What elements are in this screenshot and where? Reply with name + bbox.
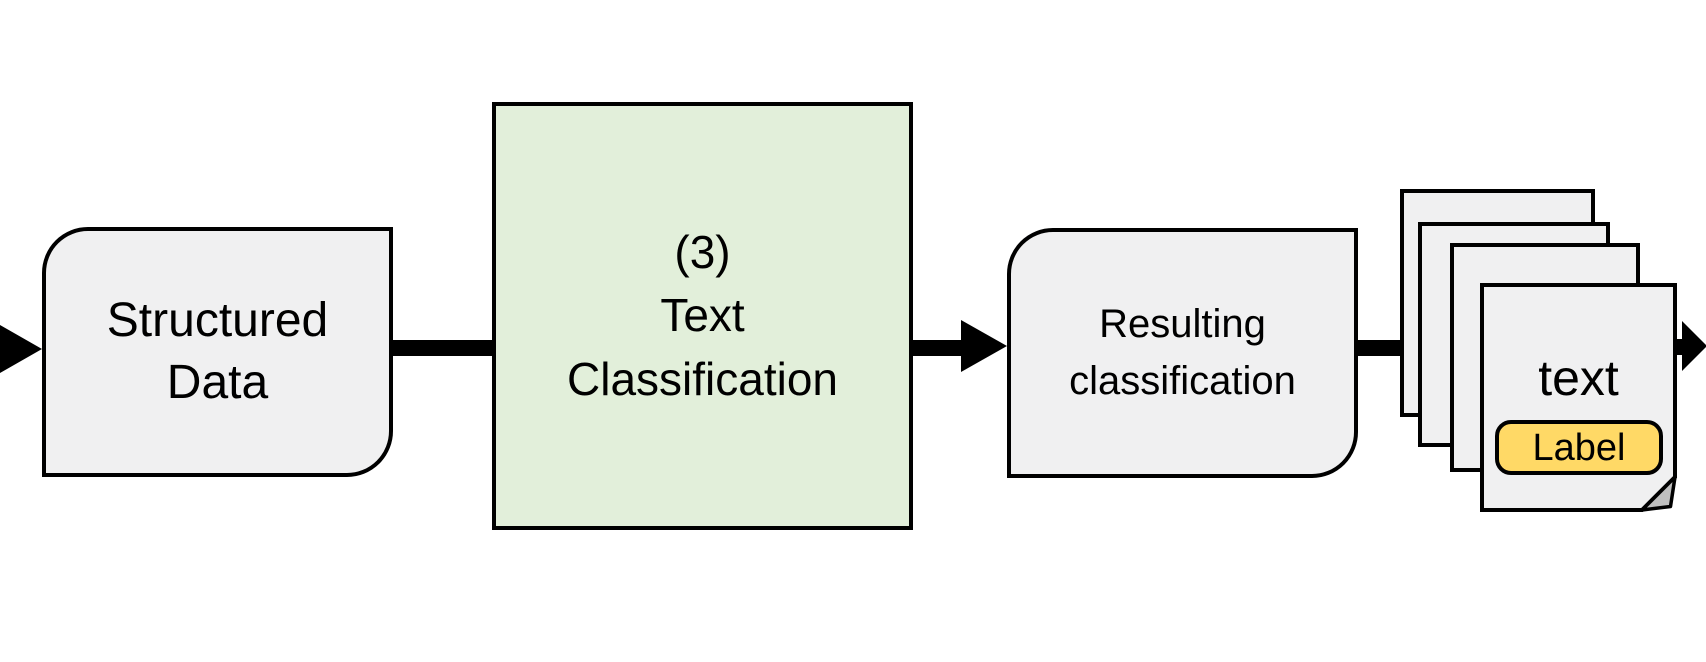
node-label-line: Resulting — [1099, 302, 1266, 347]
node-resulting-classification: Resulting classification — [1007, 228, 1358, 478]
connector-classification-to-resulting — [911, 340, 963, 356]
labeled-document: text Label — [1480, 283, 1677, 512]
outgoing-arrowhead-right-icon — [1682, 321, 1706, 371]
node-label-line: Structured — [106, 293, 329, 347]
label-badge: Label — [1495, 420, 1663, 475]
node-step-number: (3) — [674, 225, 731, 278]
folded-corner-icon — [1640, 475, 1677, 512]
node-label-line: Data — [166, 356, 269, 409]
node-label-line: Text — [660, 289, 745, 342]
document-text: text — [1538, 350, 1619, 406]
connector-resulting-to-documents — [1356, 340, 1404, 356]
node-text-classification: (3) Text Classification — [492, 102, 913, 530]
incoming-arrowhead-right-icon — [0, 325, 42, 373]
node-label-line: classification — [1069, 359, 1296, 403]
arrowhead-right-icon — [961, 320, 1007, 372]
node-label-line: Classification — [567, 352, 838, 405]
connector-structured-to-classification — [391, 340, 494, 356]
connector-documents-to-edge — [1674, 339, 1684, 355]
node-structured-data: Structured Data — [42, 227, 393, 477]
label-badge-text: Label — [1532, 426, 1626, 469]
